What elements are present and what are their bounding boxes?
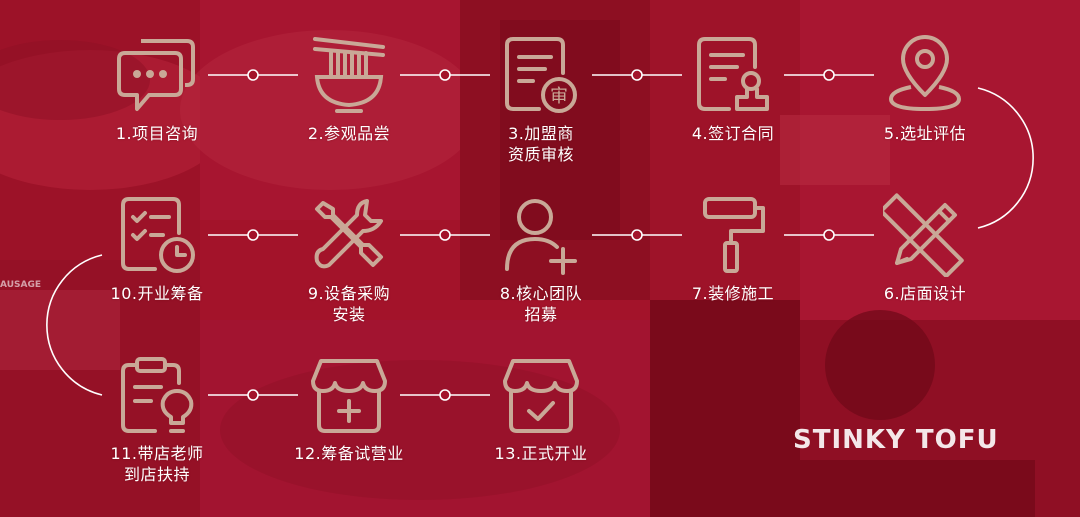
step-1: 1.项目咨询 [87,33,227,144]
step-7: 7.装修施工 [663,193,803,304]
step-7-label: 7.装修施工 [691,284,775,303]
step-11: 11.带店老师 到店扶持 [87,353,227,485]
step-2-label: 2.参观品尝 [307,124,391,143]
step-13: 13.正式开业 [471,353,611,464]
step-5: 5.选址评估 [855,33,995,144]
step-12-label: 12.筹备试营业 [294,444,404,463]
add-user-icon [505,199,577,275]
document-review-icon: 审 [505,37,577,113]
step-13-label: 13.正式开业 [494,444,588,463]
step-9: 9.设备采购 安装 [279,193,419,325]
chat-bubbles-icon [117,39,195,111]
shop-plus-icon [311,359,387,433]
background-sausage-text: AUSAGE [0,280,41,290]
step-5-label: 5.选址评估 [883,124,967,143]
contract-stamp-icon [697,37,769,111]
background-sign-text: STINKY TOFU [793,425,999,455]
step-4-label: 4.签订合同 [691,124,775,143]
step-1-label: 1.项目咨询 [115,124,199,143]
noodle-bowl-icon [313,37,385,113]
paint-roller-icon [703,197,765,273]
step-11-label: 11.带店老师 到店扶持 [110,444,204,484]
clipboard-bulb-icon [121,357,194,433]
shop-check-icon [503,359,579,433]
tools-icon [314,199,383,269]
step-6: 6.店面设计 [855,193,995,304]
step-3: 审 3.加盟商 资质审核 [471,33,611,165]
step-8-label: 8.核心团队 招募 [499,284,583,324]
svg-text:审: 审 [550,86,568,107]
checklist-clock-icon [121,197,195,273]
step-12: 12.筹备试营业 [279,353,419,464]
ruler-pencil-icon [883,193,964,277]
step-9-label: 9.设备采购 安装 [307,284,391,324]
location-pin-icon [889,35,961,111]
step-10-label: 10.开业筹备 [110,284,204,303]
step-10: 10.开业筹备 [87,193,227,304]
step-3-label: 3.加盟商 资质审核 [507,124,574,164]
step-8: 8.核心团队 招募 [471,193,611,325]
step-6-label: 6.店面设计 [883,284,967,303]
step-4: 4.签订合同 [663,33,803,144]
step-2: 2.参观品尝 [279,33,419,144]
